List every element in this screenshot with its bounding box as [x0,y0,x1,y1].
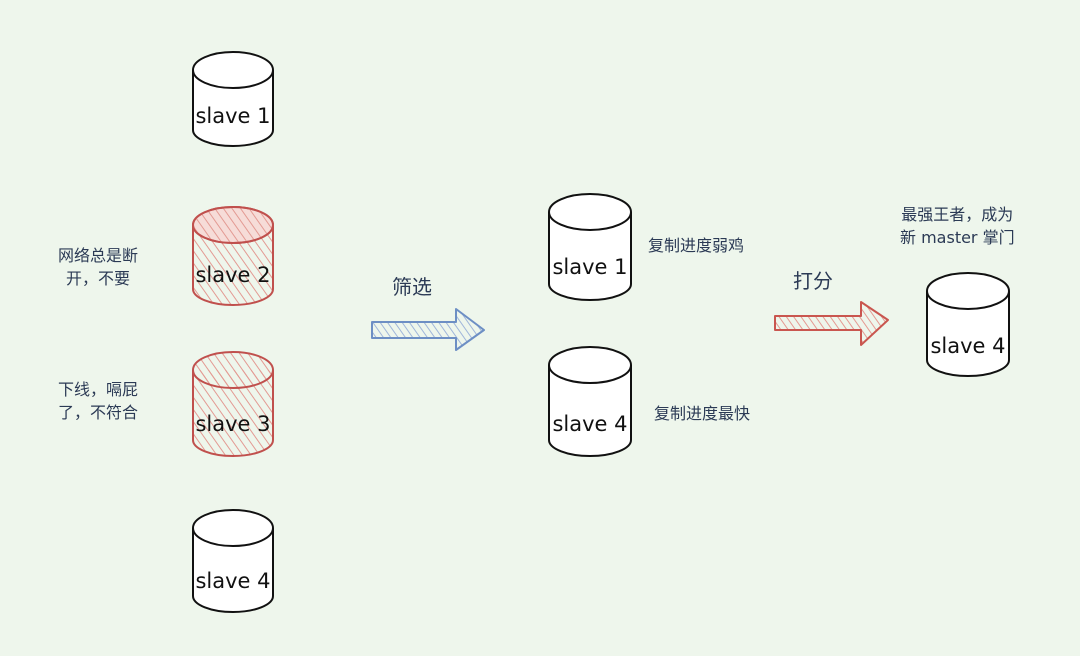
note-line: 新 master 掌门 [900,228,1015,247]
cylinder-label: slave 4 [930,334,1005,358]
cylinder-slave-3: slave 3 [192,351,274,457]
cylinder-label: slave 1 [195,104,270,128]
note-slave-3: 下线，嗝屁 了，不符合 [48,378,148,424]
cylinder-winner-slave-4: slave 4 [926,272,1010,377]
cylinder-filtered-slave-4: slave 4 [548,346,632,457]
cylinder-slave-2: slave 2 [192,206,274,306]
cylinder-label: slave 4 [195,569,270,593]
note-winner: 最强王者，成为 新 master 掌门 [900,203,1015,249]
note-line: 网络总是断 [57,246,138,265]
cylinder-label: slave 2 [195,263,270,287]
cylinder-label: slave 4 [552,412,627,436]
note-filtered-slave-4: 复制进度最快 [654,404,751,423]
filter-step-label: 筛选 [392,275,432,299]
note-line: 最强王者，成为 [901,205,1014,224]
cylinder-slave-1: slave 1 [192,51,274,147]
cylinder-label: slave 3 [195,412,270,436]
cylinder-slave-4: slave 4 [192,509,274,613]
note-line: 开，不要 [65,269,130,288]
note-filtered-slave-1: 复制进度弱鸡 [648,236,745,255]
filter-arrow [371,308,485,351]
cylinder-filtered-slave-1: slave 1 [548,193,632,301]
note-line: 下线，嗝屁 [57,380,138,399]
score-step-label: 打分 [793,269,833,293]
note-slave-2: 网络总是断 开，不要 [48,244,148,290]
cylinder-label: slave 1 [552,255,627,279]
note-line: 了，不符合 [57,403,138,422]
score-arrow [774,301,889,346]
